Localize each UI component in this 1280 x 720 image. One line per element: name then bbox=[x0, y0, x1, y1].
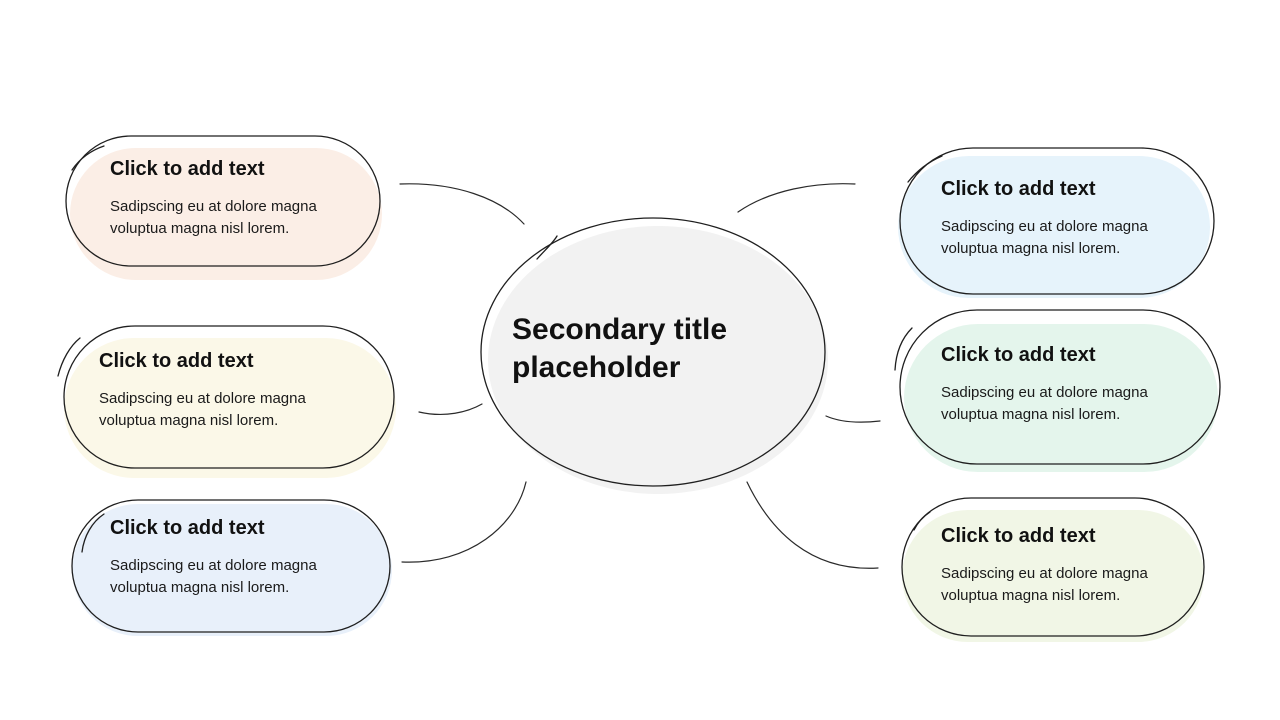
bubble-body[interactable]: Sadipscing eu at dolore magna voluptua m… bbox=[941, 565, 1148, 604]
bubble-top-left-outline bbox=[65, 135, 381, 267]
center-node-outline bbox=[480, 217, 826, 487]
connector-top-right bbox=[737, 183, 856, 213]
center-node bbox=[480, 217, 828, 494]
center-node-fill bbox=[488, 226, 828, 494]
bubble-bottom-left-sketch-stroke bbox=[81, 513, 105, 553]
bubble-middle-right-text[interactable]: Click to add text Sadipscing eu at dolor… bbox=[941, 343, 1191, 426]
bubble-top-right bbox=[898, 147, 1215, 298]
bubble-bottom-left bbox=[71, 499, 392, 636]
bubble-bottom-right-text[interactable]: Click to add text Sadipscing eu at dolor… bbox=[941, 524, 1191, 607]
bubble-top-left-text[interactable]: Click to add text Sadipscing eu at dolor… bbox=[110, 157, 360, 240]
bubble-top-left-fill bbox=[70, 148, 382, 280]
bubble-bottom-right-fill bbox=[902, 510, 1204, 642]
bubble-middle-left-sketch-stroke bbox=[57, 337, 81, 377]
bubble-middle-right-fill bbox=[904, 324, 1218, 472]
bubble-bottom-left-fill bbox=[72, 504, 392, 636]
bubble-bottom-right-outline bbox=[901, 497, 1205, 637]
bubble-title[interactable]: Click to add text bbox=[941, 344, 1096, 366]
bubble-middle-left bbox=[57, 325, 396, 478]
connector-middle-left bbox=[418, 403, 483, 415]
bubble-bottom-right-sketch-stroke bbox=[913, 511, 931, 531]
bubble-top-right-fill bbox=[898, 156, 1210, 298]
bubble-top-right-sketch-stroke bbox=[907, 155, 943, 183]
bubble-middle-left-text[interactable]: Click to add text Sadipscing eu at dolor… bbox=[99, 349, 349, 432]
bubble-top-left-sketch-stroke bbox=[71, 145, 105, 171]
bubble-title[interactable]: Click to add text bbox=[941, 178, 1096, 200]
bubble-title[interactable]: Click to add text bbox=[110, 517, 265, 539]
bubble-middle-left-outline bbox=[63, 325, 395, 469]
bubble-middle-right-outline bbox=[899, 309, 1221, 465]
bubble-bottom-left-text[interactable]: Click to add text Sadipscing eu at dolor… bbox=[110, 516, 360, 599]
bubble-middle-right-sketch-stroke bbox=[894, 327, 913, 371]
connector-middle-right bbox=[825, 415, 881, 423]
bubble-top-right-text[interactable]: Click to add text Sadipscing eu at dolor… bbox=[941, 177, 1191, 260]
bubble-middle-right bbox=[894, 309, 1221, 472]
bubble-body[interactable]: Sadipscing eu at dolore magna voluptua m… bbox=[941, 218, 1148, 257]
bubble-bottom-right bbox=[901, 497, 1205, 642]
connector-bottom-right bbox=[746, 481, 879, 569]
bubble-title[interactable]: Click to add text bbox=[99, 350, 254, 372]
center-title[interactable]: Secondary title placeholder bbox=[512, 313, 728, 384]
bubble-body[interactable]: Sadipscing eu at dolore magna voluptua m… bbox=[110, 198, 317, 237]
bubble-body[interactable]: Sadipscing eu at dolore magna voluptua m… bbox=[941, 384, 1148, 423]
bubble-title[interactable]: Click to add text bbox=[941, 525, 1096, 547]
connector-bottom-left bbox=[401, 481, 527, 563]
bubble-top-left bbox=[65, 135, 382, 280]
bubble-bottom-left-outline bbox=[71, 499, 391, 633]
center-node-sketch-stroke bbox=[536, 235, 558, 260]
bubble-body[interactable]: Sadipscing eu at dolore magna voluptua m… bbox=[110, 557, 317, 596]
bubble-top-right-outline bbox=[899, 147, 1215, 295]
bubble-middle-left-fill bbox=[64, 338, 396, 478]
connector-top-left bbox=[399, 183, 525, 225]
bubble-body[interactable]: Sadipscing eu at dolore magna voluptua m… bbox=[99, 390, 306, 429]
bubble-title[interactable]: Click to add text bbox=[110, 158, 265, 180]
